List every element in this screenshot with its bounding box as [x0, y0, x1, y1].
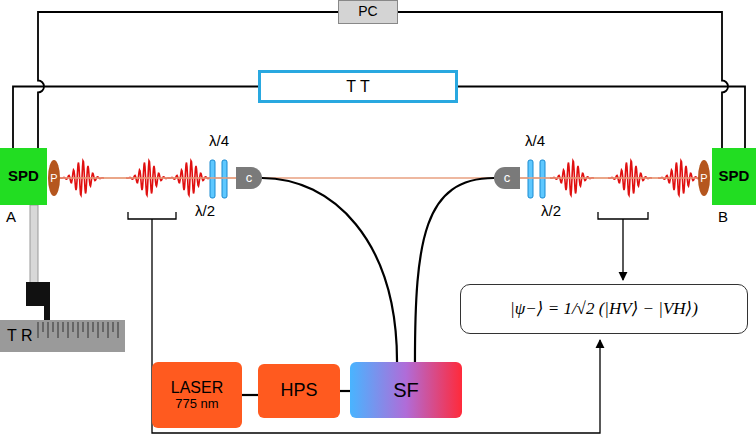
beam-path: [60, 177, 236, 179]
waveplate-label: λ/4: [524, 132, 546, 149]
node-text: T T: [346, 78, 369, 96]
stage-ticks: [38, 322, 118, 338]
node-text: 775 nm: [175, 397, 218, 411]
time-tagger-box: T T: [258, 70, 458, 103]
node-text: LASER: [171, 379, 223, 397]
fiber-coupler: c: [236, 167, 262, 189]
node-text: HPS: [280, 381, 317, 401]
fiber-coupler: c: [494, 167, 520, 189]
detector-box: SPDB: [712, 148, 756, 205]
waveplate-label: λ/4: [208, 132, 230, 149]
optical-fiber: [262, 178, 397, 362]
signal-wire: [13, 87, 258, 149]
signal-wire: [340, 390, 350, 392]
translation-stage: [0, 320, 125, 352]
node-text: A: [6, 209, 16, 226]
laser-box: LASER775 nm: [152, 362, 242, 428]
hps-box: HPS: [258, 364, 340, 418]
computer-box: PC: [338, 0, 398, 24]
quarter-wave-plate: [222, 160, 227, 198]
polarizer: P: [698, 160, 710, 196]
optical-fiber: [415, 178, 494, 362]
bracket-leader: [598, 212, 648, 280]
signal-wire: [242, 394, 258, 396]
state-box: |ψ−⟩ = 1/√2 (|HV⟩ − |VH⟩): [460, 284, 748, 334]
sf-box: SF: [350, 362, 462, 418]
waveplate-label: λ/2: [194, 202, 216, 219]
node-text: c: [246, 171, 253, 185]
node-text: P: [50, 172, 57, 184]
node-text: PC: [358, 4, 377, 19]
half-wave-plate: [210, 160, 215, 198]
half-wave-plate: [540, 160, 545, 198]
beam-path: [520, 177, 698, 179]
node-text: SF: [393, 379, 419, 401]
wave-packets: [60, 161, 702, 195]
node-text: B: [718, 209, 728, 226]
node-text: c: [504, 171, 511, 185]
signal-wire: [458, 87, 745, 149]
waveplate-label: λ/2: [540, 202, 562, 219]
beam-line: [50, 177, 700, 179]
detector-box: SPDA: [0, 148, 47, 205]
stage-label: T R: [6, 327, 33, 345]
node-text: P: [700, 172, 707, 184]
stage-mount-foot: [44, 296, 50, 320]
polarizer: P: [48, 160, 60, 196]
node-text: SPD: [8, 168, 39, 185]
node-text: |ψ−⟩ = 1/√2 (|HV⟩ − |VH⟩): [510, 300, 698, 319]
node-text: SPD: [719, 168, 750, 185]
detector-post: [30, 205, 38, 285]
quarter-wave-plate: [528, 160, 533, 198]
